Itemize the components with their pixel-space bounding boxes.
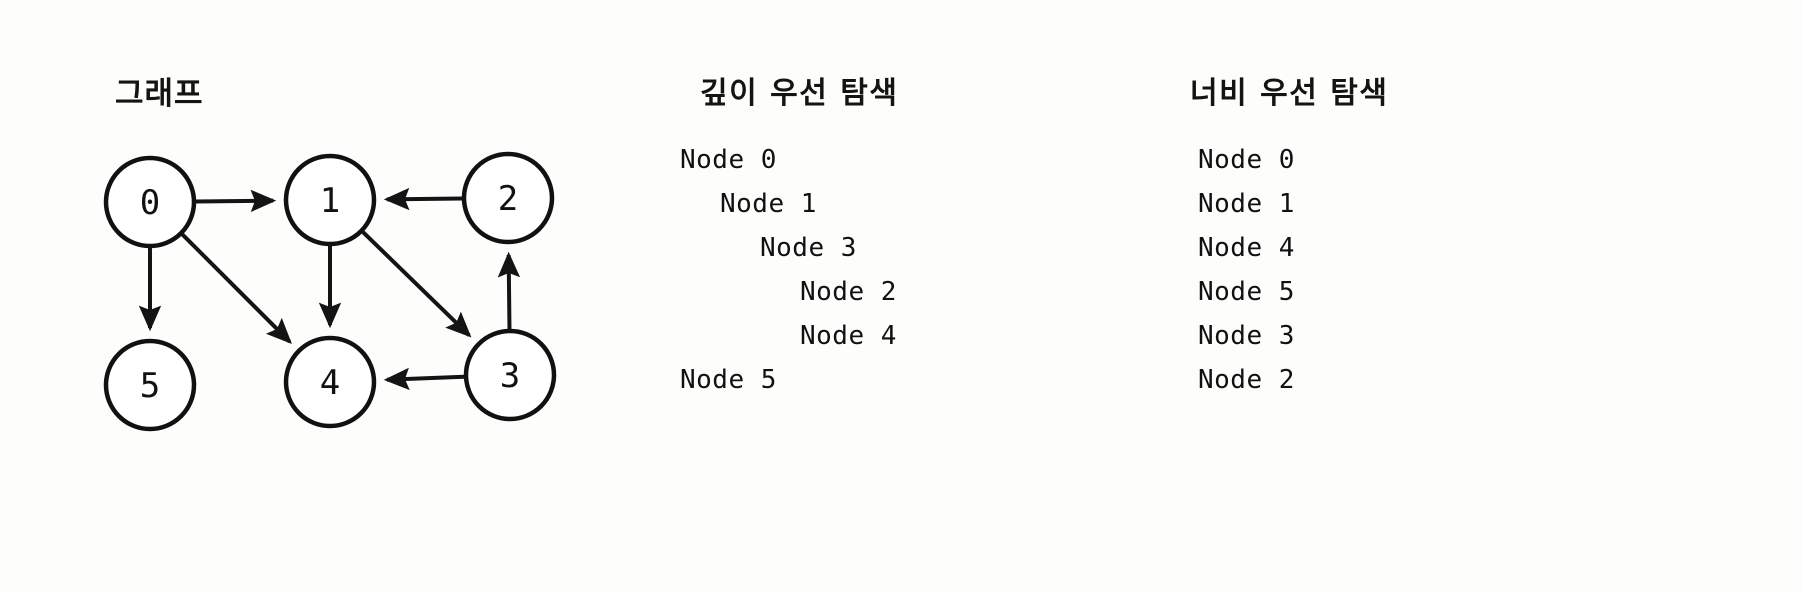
graph-edge-3-to-2	[497, 251, 521, 330]
graph-title: 그래프	[115, 76, 204, 112]
bfs-node-item: Node 5	[1198, 277, 1295, 307]
graph-edge-0-to-4	[181, 233, 292, 344]
dfs-node-item: Node 1	[720, 189, 817, 219]
graph-nodes: 0 1 2 5 4 3	[103, 151, 557, 432]
graph-edge-0-to-1	[195, 189, 277, 213]
graph-node-2[interactable]: 2	[461, 151, 555, 245]
graph-node-circle-1	[283, 153, 377, 247]
graph-node-1[interactable]: 1	[283, 153, 377, 247]
graph-edges	[138, 187, 521, 391]
graph-node-label-1: 1	[320, 181, 340, 221]
dfs-node-item: Node 4	[800, 321, 897, 351]
graph-node-circle-0	[103, 155, 197, 249]
graph-node-circle-2	[461, 151, 555, 245]
graph-node-circle-5	[103, 338, 197, 432]
bfs-node-item: Node 3	[1198, 321, 1295, 351]
graph-edge-2-to-1	[383, 187, 463, 211]
graph-node-circle-4	[283, 335, 377, 429]
graph-node-circle-3	[463, 328, 557, 422]
bfs-node-item: Node 0	[1198, 145, 1295, 175]
dfs-title: 깊이 우선 탐색	[700, 76, 899, 111]
graph-node-3[interactable]: 3	[463, 328, 557, 422]
graph-edge-3-to-4	[383, 367, 465, 391]
graph-node-0[interactable]: 0	[103, 155, 197, 249]
graph-panel: 그래프 0 1 2 5 4 3	[95, 50, 595, 470]
graph-node-5[interactable]: 5	[103, 338, 197, 432]
graph-diagram: 0 1 2 5 4 3	[103, 151, 557, 432]
graph-edge-1-to-3	[361, 230, 472, 338]
dfs-node-item: Node 5	[680, 365, 777, 395]
bfs-node-item: Node 4	[1198, 233, 1295, 263]
dfs-node-item: Node 3	[760, 233, 857, 263]
graph-node-label-2: 2	[498, 179, 518, 219]
graph-node-label-5: 5	[140, 366, 160, 406]
graph-node-label-0: 0	[140, 183, 160, 223]
dfs-node-item: Node 2	[800, 277, 897, 307]
dfs-node-item: Node 0	[680, 145, 777, 175]
dfs-node-list: Node 0 Node 1 Node 3 Node 2 Node 4 Node 5	[680, 138, 897, 402]
bfs-node-item: Node 2	[1198, 365, 1295, 395]
graph-node-label-3: 3	[500, 356, 520, 396]
bfs-node-item: Node 1	[1198, 189, 1295, 219]
graph-node-label-4: 4	[320, 363, 340, 403]
bfs-title: 너비 우선 탐색	[1190, 76, 1389, 111]
bfs-node-list: Node 0 Node 1 Node 4 Node 5 Node 3 Node 2	[1198, 138, 1295, 402]
graph-node-4[interactable]: 4	[283, 335, 377, 429]
